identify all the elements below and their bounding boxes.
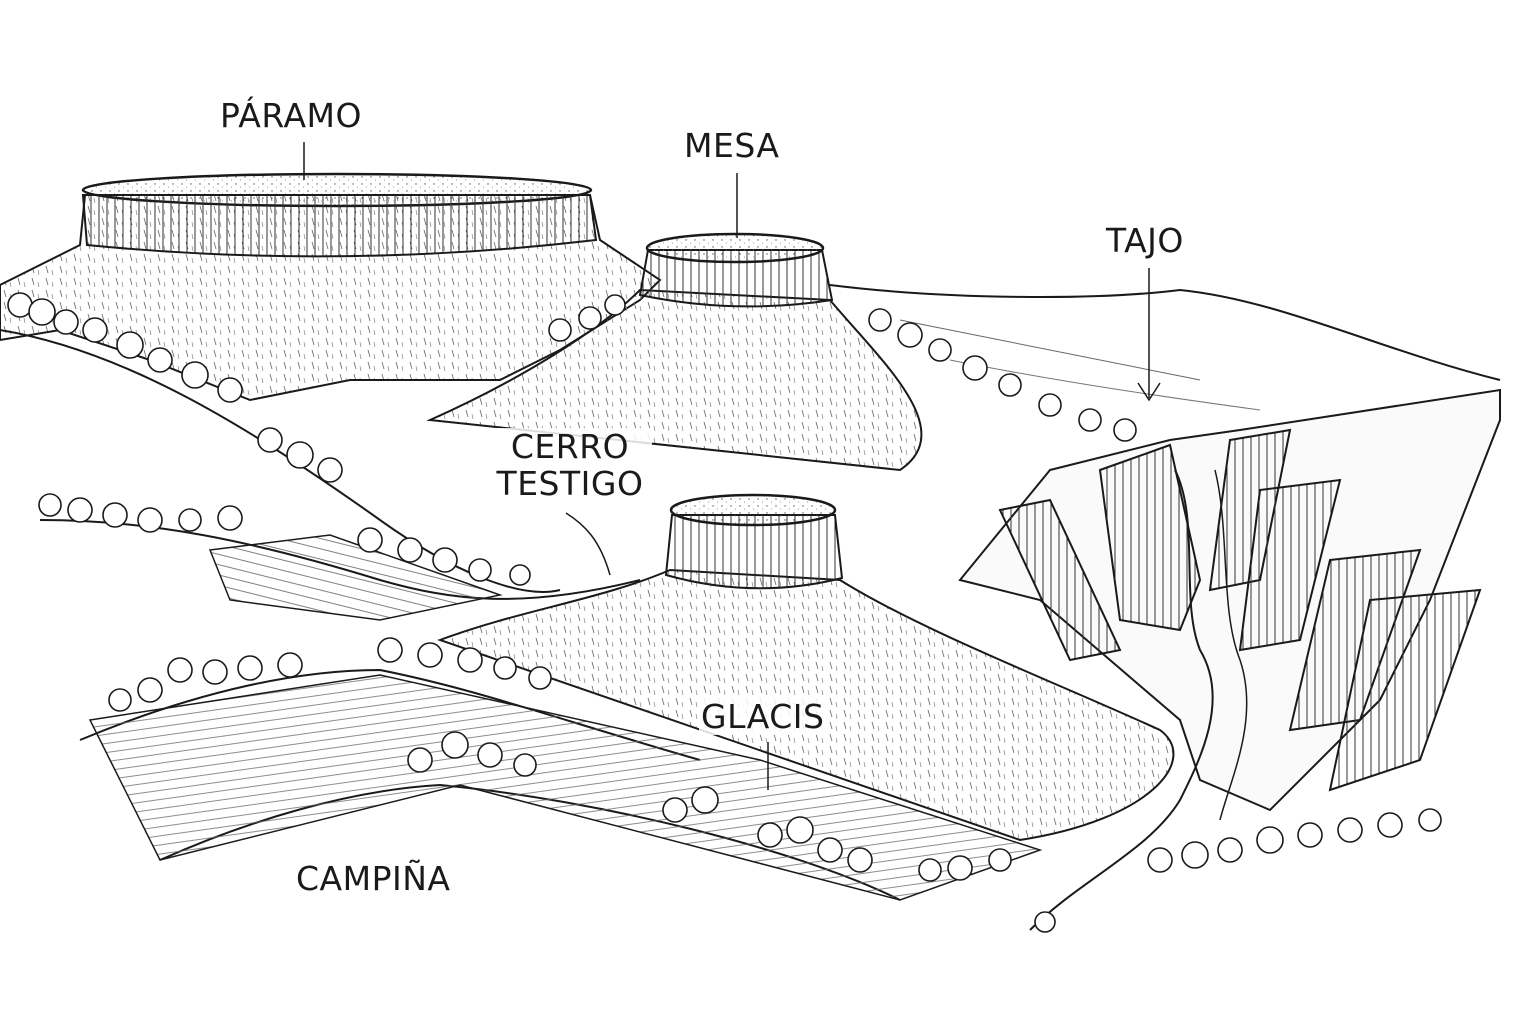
label-paramo: PÁRAMO xyxy=(218,96,364,135)
mesa-landform xyxy=(426,232,923,472)
label-cerro-testigo: CERRO TESTIGO xyxy=(488,428,652,502)
label-glacis: GLACIS xyxy=(699,697,827,736)
label-cerro-testigo-line2: TESTIGO xyxy=(496,464,644,503)
tree-clusters xyxy=(7,292,1442,933)
label-leader-lines xyxy=(303,142,1161,790)
label-cerro-testigo-line1: CERRO xyxy=(510,427,630,466)
label-campina: CAMPIÑA xyxy=(294,859,453,898)
label-tajo: TAJO xyxy=(1104,221,1186,260)
distant-hills xyxy=(829,284,1501,411)
tajo-canyon xyxy=(958,388,1501,931)
label-mesa: MESA xyxy=(682,126,782,165)
cerro-testigo-leader xyxy=(565,512,611,576)
tajo-arrowhead xyxy=(1137,382,1161,402)
